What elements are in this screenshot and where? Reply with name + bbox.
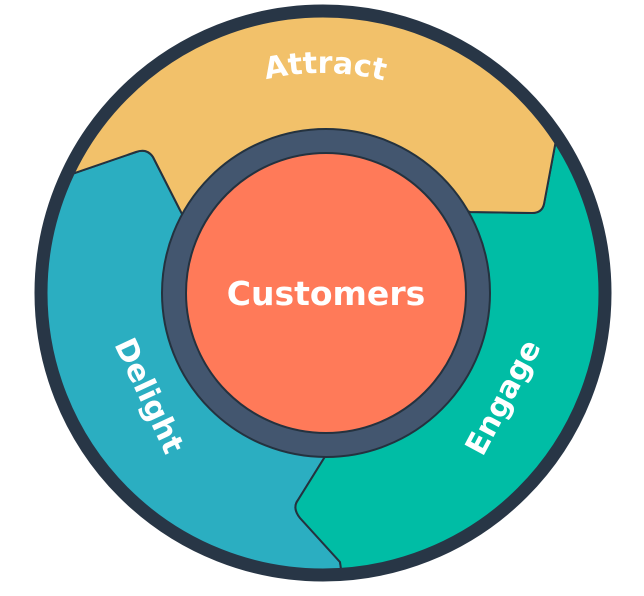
outer-ring-edge [34,4,612,582]
center-circle[interactable] [185,152,467,434]
center-label: Customers [227,274,425,313]
